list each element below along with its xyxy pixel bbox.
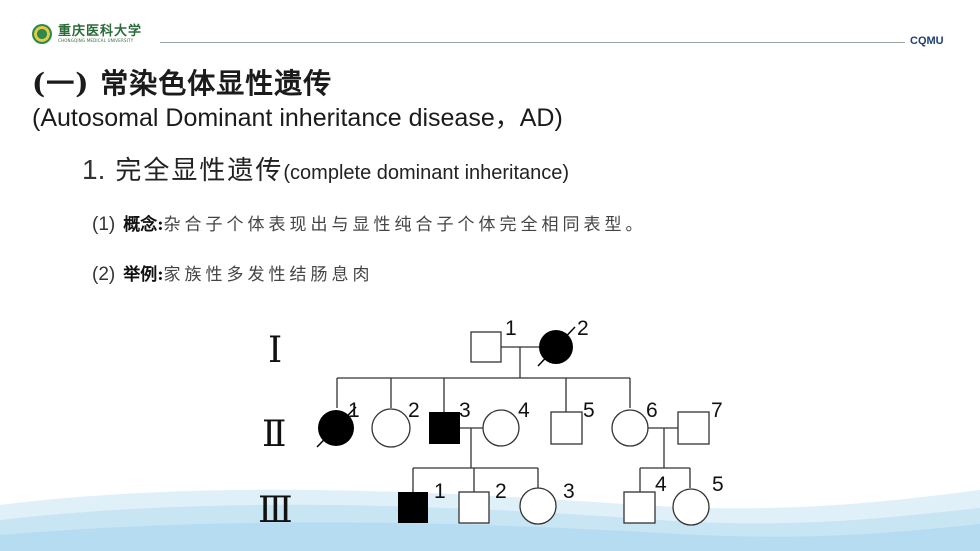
individual-number: 2 [408, 399, 420, 422]
item-number: (1) [92, 214, 116, 235]
logo-text: 重庆医科大学 CHONGQING MEDICAL UNIVERSITY [58, 25, 142, 43]
deceased-slash [316, 406, 357, 448]
individual-number: 6 [646, 399, 658, 422]
individual-number: 3 [459, 399, 471, 422]
individual-number: 2 [495, 480, 507, 503]
pedigree-male-affected [429, 412, 460, 444]
generation-label-3: Ⅲ [258, 490, 293, 531]
individual-number: 1 [434, 480, 446, 503]
generation-label-2: Ⅱ [262, 414, 286, 455]
individual-number: 7 [711, 399, 723, 422]
individual-number: 2 [577, 317, 589, 340]
item-label: 概念: [123, 215, 164, 235]
brand-code: CQMU [910, 35, 944, 47]
section-title-en: (complete dominant inheritance) [283, 162, 570, 184]
pedigree-female-unaffected [611, 409, 649, 447]
pedigree-female-unaffected [482, 409, 520, 447]
section-number: 1. [82, 154, 106, 185]
individual-number: 4 [655, 473, 667, 496]
generation-label-1: Ⅰ [268, 330, 282, 371]
university-seal-icon [32, 24, 52, 44]
individual-number: 4 [518, 399, 530, 422]
individual-number: 1 [348, 399, 360, 422]
deceased-slash [537, 326, 576, 367]
list-item-example: (2) 举例: 家族性多发性结肠息肉 [92, 260, 374, 286]
item-text: 家族性多发性结肠息肉 [163, 265, 374, 285]
individual-number: 5 [583, 399, 595, 422]
pedigree-female-unaffected [371, 408, 411, 448]
item-label: 举例: [123, 265, 164, 285]
individual-number: 1 [505, 317, 517, 340]
individual-number: 5 [712, 473, 724, 496]
pedigree-female-unaffected [519, 487, 557, 525]
pedigree-male-unaffected [623, 491, 656, 524]
item-text: 杂合子个体表现出与显性纯合子个体完全相同表型。 [163, 215, 647, 235]
list-item-concept: (1) 概念: 杂合子个体表现出与显性纯合子个体完全相同表型。 [92, 210, 647, 236]
section-heading: 1. 完全显性遗传 (complete dominant inheritance… [82, 150, 569, 187]
pedigree-male-unaffected [677, 411, 710, 445]
decorative-wave [0, 489, 980, 551]
slide-title-en: (Autosomal Dominant inheritance disease，… [32, 104, 563, 132]
pedigree-male-unaffected [458, 491, 490, 524]
pedigree-female-unaffected [672, 488, 710, 526]
section-title-cn: 完全显性遗传 [115, 156, 284, 186]
logo-name-cn: 重庆医科大学 [58, 24, 143, 39]
logo-name-en: CHONGQING MEDICAL UNIVERSITY [58, 38, 134, 43]
pedigree-male-unaffected [470, 331, 502, 363]
pedigree-male-unaffected [550, 411, 583, 445]
pedigree-male-affected [398, 492, 428, 523]
item-number: (2) [92, 264, 116, 285]
university-logo: 重庆医科大学 CHONGQING MEDICAL UNIVERSITY [32, 24, 142, 44]
header-divider [160, 42, 905, 43]
pedigree-lines [336, 346, 691, 492]
slide-title-cn: (一) 常染色体显性遗传 [32, 67, 333, 100]
individual-number: 3 [563, 480, 575, 503]
